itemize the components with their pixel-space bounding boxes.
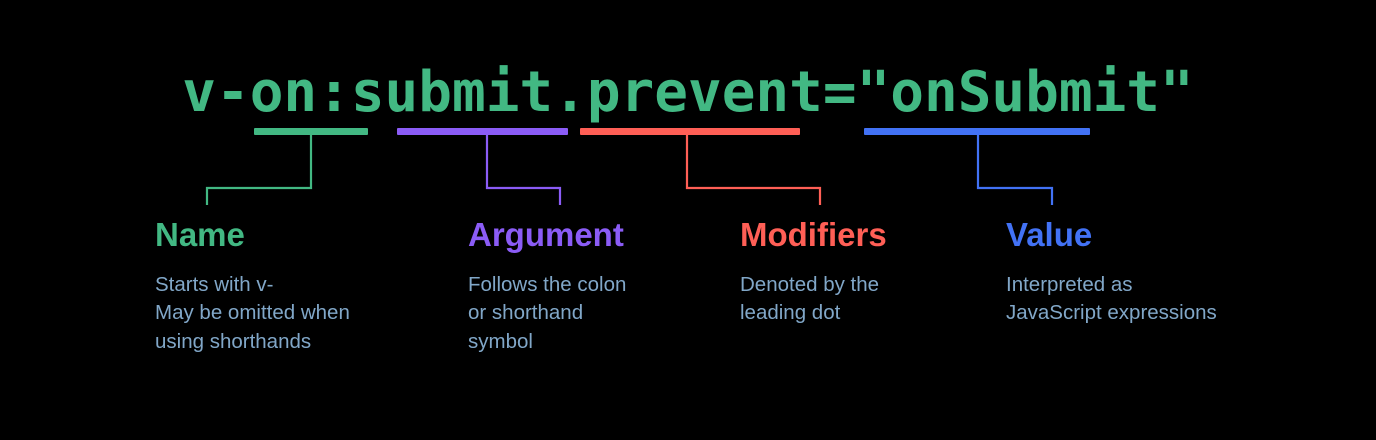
label-desc-name: Starts with v- May be omitted when using… xyxy=(155,273,350,353)
label-title-modifiers: Modifiers xyxy=(740,216,887,253)
connector-modifiers xyxy=(685,134,822,205)
label-group-name: Name Starts with v- May be omitted when … xyxy=(155,218,455,356)
connector-value xyxy=(976,134,1054,205)
label-desc-argument: Follows the colon or shorthand symbol xyxy=(468,273,627,353)
label-group-value: Value Interpreted as JavaScript expressi… xyxy=(1006,218,1336,328)
label-desc-value: Interpreted as JavaScript expressions xyxy=(1006,273,1217,325)
label-group-modifiers: Modifiers Denoted by the leading dot xyxy=(740,218,990,328)
label-desc-modifiers: Denoted by the leading dot xyxy=(740,273,880,325)
underline-bar-name xyxy=(254,128,368,135)
underline-bar-value xyxy=(864,128,1090,135)
connector-name xyxy=(205,134,313,205)
label-title-argument: Argument xyxy=(468,216,624,253)
label-title-name: Name xyxy=(155,216,245,253)
directive-code-line: v-on:submit.prevent="onSubmit" xyxy=(182,60,1194,125)
underline-bar-argument xyxy=(397,128,568,135)
underline-bar-modifiers xyxy=(580,128,800,135)
connector-argument xyxy=(485,134,562,205)
label-title-value: Value xyxy=(1006,216,1093,253)
label-group-argument: Argument Follows the colon or shorthand … xyxy=(468,218,728,356)
